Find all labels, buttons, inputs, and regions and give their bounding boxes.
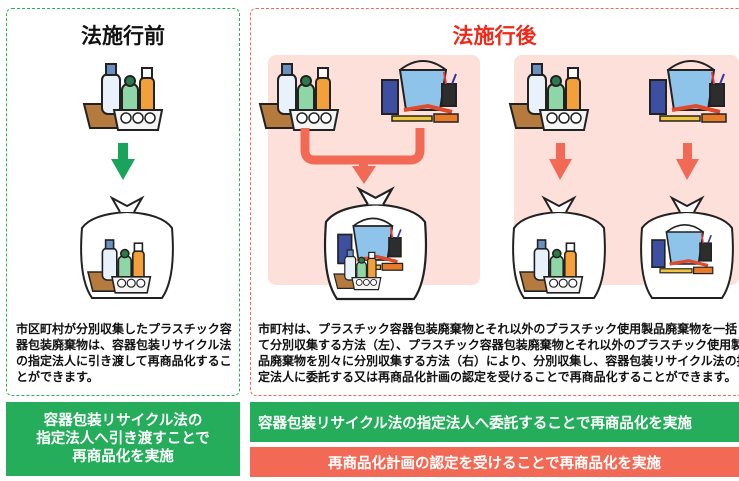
packaging-waste-illustration xyxy=(83,63,163,131)
separate-arrow-right xyxy=(676,143,699,180)
combined-packaging-illustration xyxy=(259,63,339,131)
before-heading: 法施行前 xyxy=(81,24,165,48)
before-banner-line: 容器包装リサイクル法の xyxy=(43,413,203,429)
separate-products-illustration xyxy=(648,59,728,124)
before-banner-line: 再商品化を実施 xyxy=(72,449,174,465)
separate-packaging-bag xyxy=(512,197,606,299)
before-arrow xyxy=(111,143,135,180)
after-description-line: て分別収集する方法（左）、プラスチック容器包装廃棄物とそれ以外のプラスチック使用… xyxy=(258,338,739,352)
combined-merge-arrow xyxy=(300,128,425,184)
after-banner-designated-corporation: 容器包装リサイクル法の指定法人へ委託することで再商品化を実施 xyxy=(250,402,739,442)
after-description-line: 定法人に委託する又は再商品化計画の認定を受けることで再商品化することができます。 xyxy=(258,370,737,384)
separate-arrow-left xyxy=(549,143,572,180)
before-panel xyxy=(6,8,240,396)
before-banner-line: 指定法人へ引き渡すことで xyxy=(36,431,210,447)
after-description-line: 市町村は、プラスチック容器包装廃棄物とそれ以外のプラスチック使用製品廃棄物を一括… xyxy=(258,322,739,336)
after-panel xyxy=(250,8,739,396)
before-banner: 容器包装リサイクル法の 指定法人へ引き渡すことで 再商品化を実施 xyxy=(6,402,240,476)
combined-products-illustration xyxy=(380,59,460,124)
after-description-line: 品廃棄物を別々に分別収集する方法（右）により、分別収集し、容器包装リサイクル法の… xyxy=(258,354,739,368)
after-banner-recycling-plan: 再商品化計画の認定を受けることで再商品化を実施 xyxy=(250,447,739,477)
after-heading: 法施行後 xyxy=(452,24,537,48)
after-description: 市町村は、プラスチック容器包装廃棄物とそれ以外のプラスチック使用製品廃棄物を一括… xyxy=(258,321,739,385)
before-description: 市区町村が分別収集したプラスチック容器包装廃棄物は、容器包装リサイクル法の指定法… xyxy=(16,322,232,384)
combined-bag xyxy=(323,187,428,301)
before-bag xyxy=(80,197,174,299)
separate-packaging-illustration xyxy=(509,63,589,131)
separate-products-bag xyxy=(640,197,734,299)
